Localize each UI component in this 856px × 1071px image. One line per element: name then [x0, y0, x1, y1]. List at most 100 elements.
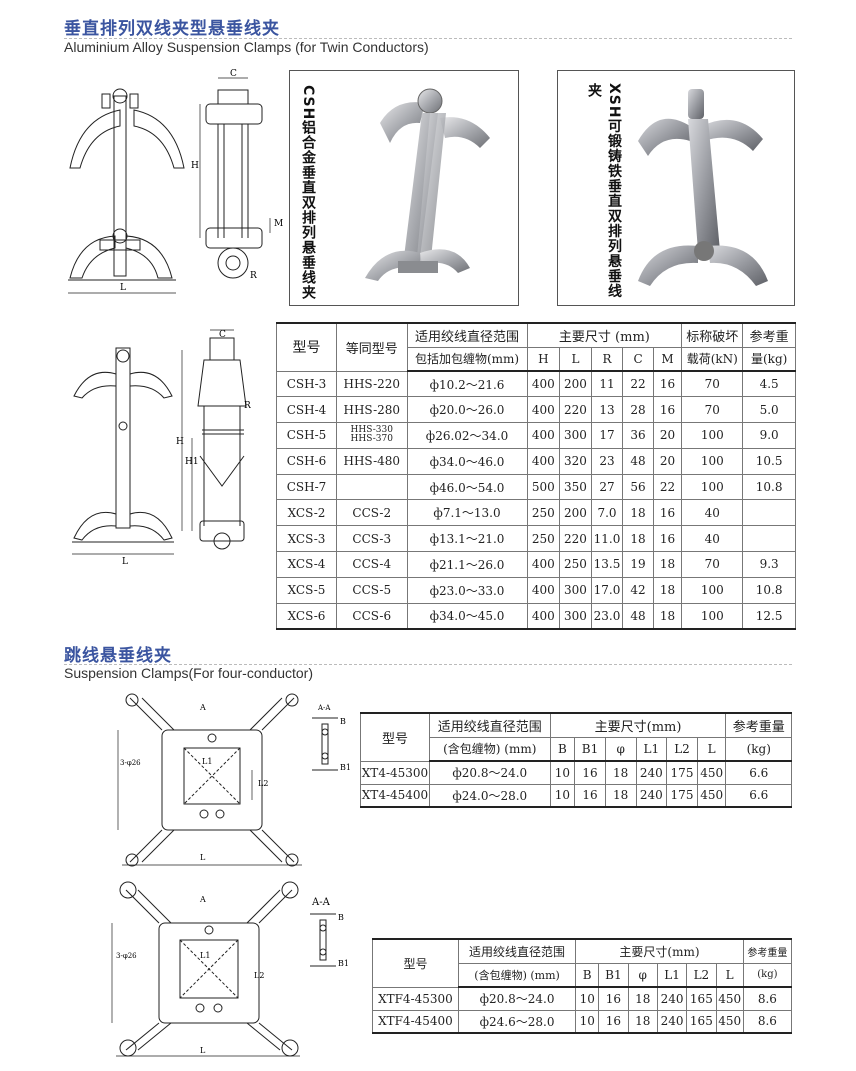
dim-l-label: L — [120, 283, 126, 293]
dim-r-label: R — [250, 271, 257, 281]
dim-c2-label: C — [219, 330, 226, 340]
cell-weight: 8.6 — [742, 986, 793, 1011]
cell-weight: 4.5 — [742, 370, 796, 398]
cell-l1: 240 — [656, 1009, 688, 1034]
cell-h: 250 — [526, 499, 561, 527]
header-load-2: 载荷(kN) — [681, 346, 744, 372]
section2-subtitle: Suspension Clamps(For four-conductor) — [64, 665, 313, 681]
cell-range: ф20.8～24.0 — [428, 760, 551, 785]
cell-r: 23 — [590, 447, 624, 475]
cell-range: ф24.0～28.0 — [428, 783, 551, 808]
dim-h-label: H — [191, 161, 199, 171]
t2-header-l1: L1 — [635, 736, 668, 762]
cell-weight: 9.0 — [742, 422, 796, 449]
t3-header-l2: L2 — [686, 962, 717, 988]
cell-l1: 240 — [656, 986, 688, 1011]
cell-h: 400 — [526, 602, 561, 630]
cell-r: 23.0 — [590, 602, 624, 630]
cell-c: 56 — [622, 473, 654, 501]
cell-weight: 6.6 — [725, 783, 792, 808]
t3-header-l: L — [715, 962, 744, 988]
cell-equiv — [336, 473, 408, 501]
cell-l1: 240 — [635, 760, 668, 785]
cell-l: 200 — [559, 370, 592, 398]
header-equiv: 等同型号 — [336, 322, 408, 372]
dim-r2-label: R — [244, 401, 251, 411]
cell-equiv: CCS-5 — [336, 576, 408, 604]
t3-header-dims: 主要尺寸(mm) — [575, 938, 744, 964]
t2-header-l: L — [696, 736, 727, 762]
cell-l: 450 — [715, 986, 744, 1011]
header-weight-2: 量(kg) — [742, 346, 796, 372]
cell-l: 220 — [559, 525, 592, 553]
cell-weight — [742, 499, 796, 527]
cell-r: 27 — [590, 473, 624, 501]
dim-lb-label: L — [200, 853, 206, 862]
cell-l2: 165 — [686, 986, 717, 1011]
xtf4-technical-drawing: A 3-φ26 L2 L1 L — [111, 881, 300, 1057]
dim-l2c-label: L2 — [254, 971, 264, 980]
t2-header-b: B — [549, 736, 576, 762]
cell-c: 28 — [622, 396, 654, 424]
cell-load: 40 — [681, 525, 744, 553]
cell-model: CSH-3 — [276, 370, 337, 398]
cell-b: 10 — [575, 986, 600, 1011]
dim-l1b-label: L1 — [200, 951, 210, 960]
t3-header-l1: L1 — [656, 962, 688, 988]
cell-l: 220 — [559, 396, 592, 424]
cell-equiv: CCS-6 — [336, 602, 408, 630]
cell-range: ф34.0～46.0 — [406, 447, 528, 475]
dim-a2-label: A — [199, 895, 206, 904]
cell-weight: 6.6 — [725, 760, 792, 785]
cell-weight: 10.8 — [742, 576, 796, 604]
cell-l1: 240 — [635, 783, 668, 808]
header-l: L — [559, 346, 592, 372]
cell-m: 20 — [652, 422, 683, 449]
cell-b1: 16 — [598, 986, 629, 1011]
cell-equiv-line-1: HHS-330 — [350, 425, 393, 436]
cell-c: 42 — [622, 576, 654, 604]
cell-l2: 175 — [666, 760, 698, 785]
cell-range: ф13.1～21.0 — [406, 525, 528, 553]
dim-l2-label: L — [122, 557, 128, 566]
header-h: H — [526, 346, 561, 372]
cell-model: XCS-4 — [276, 551, 337, 578]
photo-box-csh: CSH铝合金垂直双排列悬垂线夹 — [289, 70, 519, 306]
cell-h: 400 — [526, 396, 561, 424]
dim-l1-label: L1 — [202, 757, 212, 766]
cell-model: CSH-5 — [276, 422, 337, 449]
cell-c: 19 — [622, 551, 654, 578]
cell-model: CSH-6 — [276, 447, 337, 475]
cell-load: 100 — [681, 422, 744, 449]
cell-m: 20 — [652, 447, 683, 475]
cell-r: 17.0 — [590, 576, 624, 604]
cell-h: 400 — [526, 576, 561, 604]
cell-m: 18 — [652, 551, 683, 578]
cell-r: 11 — [590, 370, 624, 398]
dim-a-label: A — [199, 703, 206, 712]
section1-subtitle: Aluminium Alloy Suspension Clamps (for T… — [64, 39, 429, 55]
xt4-spec-table: 型号 适用绞线直径范围 主要尺寸(mm) 参考重量 (含包缠物) (mm) B … — [360, 712, 792, 808]
header-r: R — [590, 346, 624, 372]
section1-title: 垂直排列双线夹型悬垂线夹 — [64, 19, 280, 39]
cell-b1: 16 — [574, 760, 606, 785]
cell-load: 100 — [681, 447, 744, 475]
cell-m: 16 — [652, 499, 683, 527]
cell-weight: 9.3 — [742, 551, 796, 578]
cell-model: CSH-4 — [276, 396, 337, 424]
cell-range: ф23.0～33.0 — [406, 576, 528, 604]
cell-m: 22 — [652, 473, 683, 501]
dim-b-label: B — [340, 717, 346, 726]
cell-range: ф26.02～34.0 — [406, 422, 528, 449]
cell-weight: 12.5 — [742, 602, 796, 630]
cell-c: 18 — [622, 499, 654, 527]
t2-header-range-2: (含包缠物) (mm) — [428, 736, 551, 762]
cell-r: 7.0 — [590, 499, 624, 527]
dim-holes2-label: 3-φ26 — [116, 952, 137, 960]
t2-header-model: 型号 — [360, 712, 430, 762]
dim-h2-label: H — [176, 437, 184, 447]
